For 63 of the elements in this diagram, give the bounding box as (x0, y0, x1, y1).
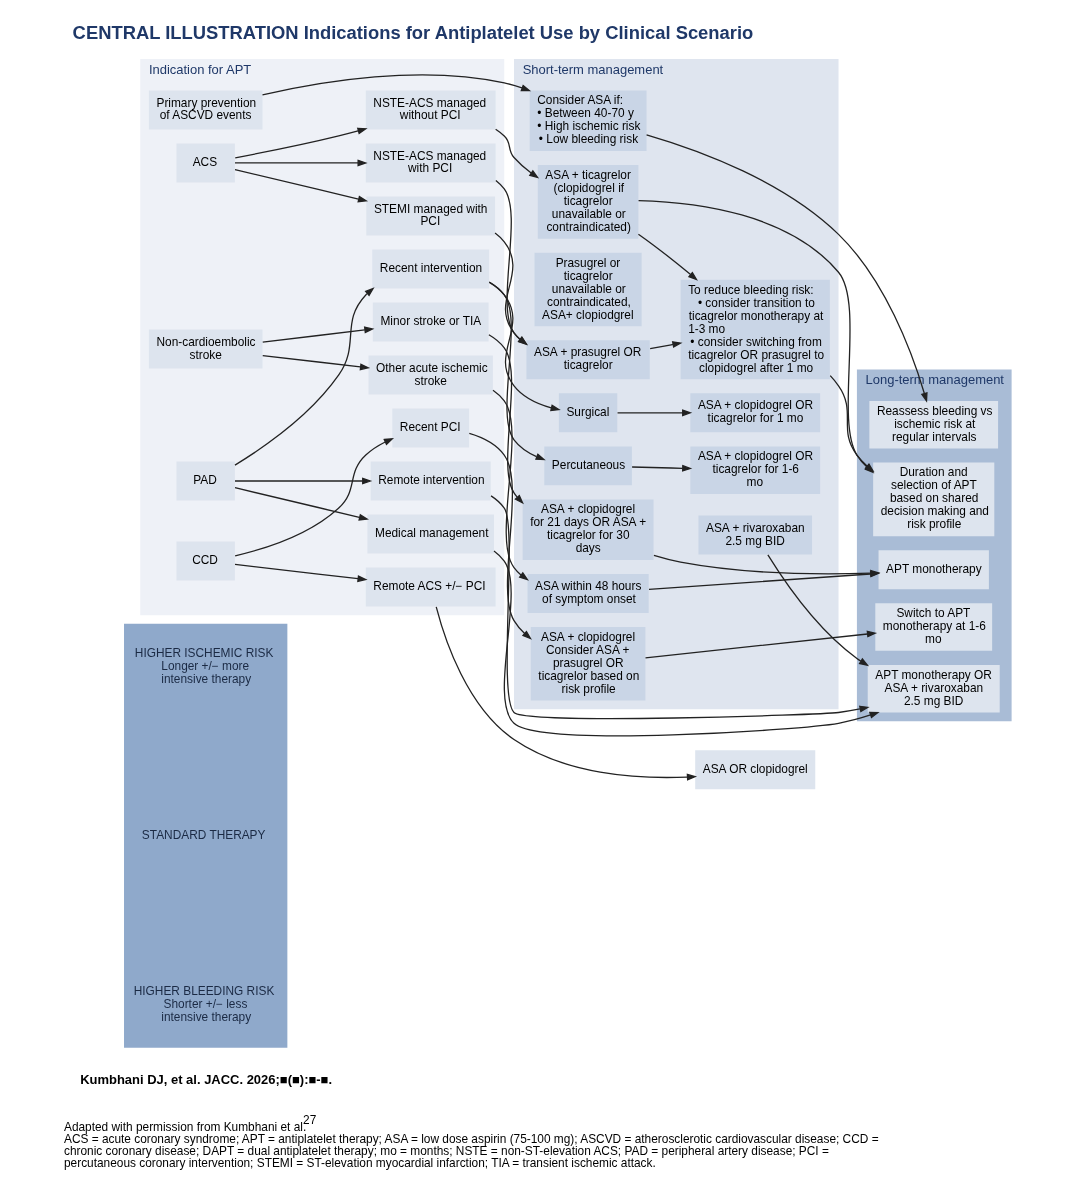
arrow (233, 487, 369, 521)
arrow (233, 563, 368, 583)
arrow (616, 409, 692, 417)
node-box: ASA + ticagrelor (clopidogrel if ticagrelor unavailable or contraindicated) (537, 165, 638, 239)
arrow (234, 437, 394, 557)
arrow (766, 554, 869, 667)
node-box: HIGHER ISCHEMIC RISK Longer +/− more intensive therapy STANDARD THERAPY HIGHER BLEEDING RISK Shorter +/− less intensive therapy (123, 623, 287, 1048)
diagram-title: CENTRAL ILLUSTRATION Indications for Antiplatelet Use by Clinical Scenario (72, 22, 753, 44)
node-box: Reassess bleeding vs ischemic risk at regular intervals (868, 400, 998, 449)
node-box: ACS (176, 143, 235, 183)
node-box: Recent intervention (371, 249, 489, 289)
arrow (494, 179, 528, 346)
arrow (637, 233, 698, 281)
node-box: ASA + clopidogrel OR ticagrelor for 1 mo (689, 393, 820, 433)
node-box: Medical management (366, 514, 494, 554)
arrow (233, 477, 372, 485)
node-box: Remote ACS +/− PCI (365, 567, 496, 607)
node-box: ASA + clopidogrel Consider ASA + prasugrel OR ticagrelor based on risk profile (530, 627, 645, 701)
arrow (489, 495, 870, 720)
arrow (234, 127, 368, 159)
node-box: ASA OR clopidogrel (694, 750, 815, 790)
node-box: Switch to APT monotherapy at 1-6 mo (874, 603, 992, 651)
node-box: To reduce bleeding risk: • consider transition to ticagrelor monotherapy at 1-3 mo • consider switching from ticagrelor OR prasugrel to clopidogrel after 1 mo (680, 279, 830, 380)
node-box: NSTE-ACS managed without PCI (365, 90, 496, 130)
node-box: Primary prevention of ASCVD events (148, 90, 262, 130)
node-box: Consider ASA if: • Between 40-70 y • High ischemic risk • Low bleeding risk (529, 90, 646, 152)
node-box: APT monotherapy OR ASA + rivaroxaban 2.5 mg BID (867, 664, 1000, 713)
node-box: Other acute ischemic stroke (368, 355, 493, 395)
arrow (630, 464, 692, 472)
arrow (261, 326, 374, 343)
node-box: CCD (176, 541, 235, 581)
arrow (233, 287, 375, 466)
arrow (261, 354, 370, 371)
node-box: Surgical (558, 393, 617, 433)
node-box: ASA + clopidogrel OR ticagrelor for 1-6 mo (689, 446, 820, 494)
arrow (494, 128, 539, 179)
arrow (435, 606, 697, 781)
node-box: NSTE-ACS managed with PCI (365, 143, 496, 183)
node-box: ASA + clopidogrel for 21 days OR ASA + ticagrelor for 30 days (522, 499, 654, 560)
node-box: APT monotherapy (878, 550, 989, 590)
node-box: STEMI managed with PCI (365, 196, 495, 236)
arrow (233, 159, 368, 167)
arrow (468, 432, 532, 640)
arrow (645, 134, 928, 403)
arrow (649, 341, 683, 350)
node-box: Minor stroke or TIA (372, 302, 489, 342)
node-box: Non-cardioembolic stroke (148, 329, 262, 369)
arrow (491, 389, 529, 581)
arrow (261, 74, 531, 96)
arrow (644, 630, 877, 659)
arrow (487, 334, 524, 505)
node-box: ASA + prasugrel OR ticagrelor (525, 340, 650, 380)
node-box: Recent PCI (391, 408, 469, 448)
arrow (493, 232, 528, 346)
node-box: ASA + rivaroxaban 2.5 mg BID (697, 515, 812, 555)
arrow (233, 169, 368, 203)
node-box: Percutaneous (543, 446, 632, 486)
label: Kumbhani DJ, et al. JACC. 2026;■(■):■-■. (79, 1071, 332, 1087)
node-box: Duration and selection of APT based on shared decision making and risk profile (872, 462, 994, 537)
arrow (488, 281, 561, 412)
node-box: PAD (176, 461, 235, 501)
node-box: ASA within 48 hours of symptom onset (527, 574, 649, 613)
node-box: Remote intervention (370, 461, 491, 501)
